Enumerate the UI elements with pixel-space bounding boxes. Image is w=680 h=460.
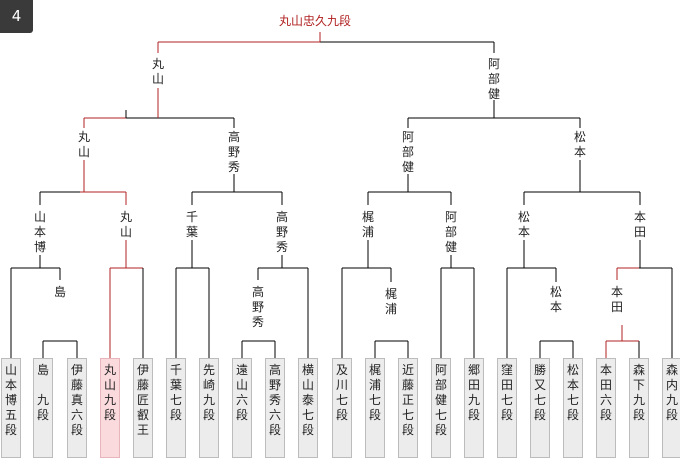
player-card[interactable]: 千葉七段: [166, 358, 186, 458]
player-card[interactable]: 山本博五段: [1, 358, 21, 458]
winner-label: 梶浦: [384, 287, 397, 316]
winner-label: 松本: [517, 210, 530, 239]
winner-label: 丸山: [119, 210, 132, 239]
winner-label: 丸山: [77, 130, 90, 159]
champion-label: 丸山忠久九段: [278, 14, 351, 28]
player-card[interactable]: 伊藤匠叡王: [133, 358, 153, 458]
winner-label: 丸山: [151, 57, 164, 86]
player-card[interactable]: 本田六段: [596, 358, 616, 458]
player-card[interactable]: 及川七段: [332, 358, 352, 458]
winner-label: 松本: [573, 130, 586, 159]
winner-label: 本田: [633, 210, 646, 239]
player-card[interactable]: 先崎九段: [199, 358, 219, 458]
winner-label: 高野秀: [251, 285, 264, 329]
player-card[interactable]: 勝又七段: [530, 358, 550, 458]
player-card[interactable]: 伊藤真六段: [67, 358, 87, 458]
player-card[interactable]: 遠山六段: [232, 358, 252, 458]
round-badge: 4: [0, 0, 33, 33]
winner-label: 阿部健: [487, 57, 500, 101]
winner-label: 阿部健: [444, 210, 457, 254]
player-card[interactable]: 島 九段: [33, 358, 53, 458]
winner-label: 山本博: [33, 210, 46, 254]
player-card[interactable]: 郷田九段: [464, 358, 484, 458]
winner-label: 阿部健: [401, 130, 414, 174]
winner-label: 本田: [610, 285, 623, 314]
winner-label: 高野秀: [275, 210, 288, 254]
player-card[interactable]: 横山泰七段: [298, 358, 318, 458]
player-card[interactable]: 森下九段: [629, 358, 649, 458]
winner-label: 松本: [549, 285, 562, 314]
player-card[interactable]: 丸山九段: [100, 358, 120, 458]
player-card[interactable]: 近藤正七段: [398, 358, 418, 458]
player-card[interactable]: 窪田七段: [497, 358, 517, 458]
winner-label: 高野秀: [227, 130, 240, 174]
player-card[interactable]: 松本七段: [563, 358, 583, 458]
player-card[interactable]: 阿部健七段: [431, 358, 451, 458]
winner-label: 千葉: [185, 210, 198, 239]
player-card[interactable]: 高野秀六段: [265, 358, 285, 458]
player-card[interactable]: 森内九段: [662, 358, 680, 458]
player-card[interactable]: 梶浦七段: [365, 358, 385, 458]
winner-label: 島: [53, 285, 66, 299]
winner-label: 梶浦: [361, 210, 374, 239]
